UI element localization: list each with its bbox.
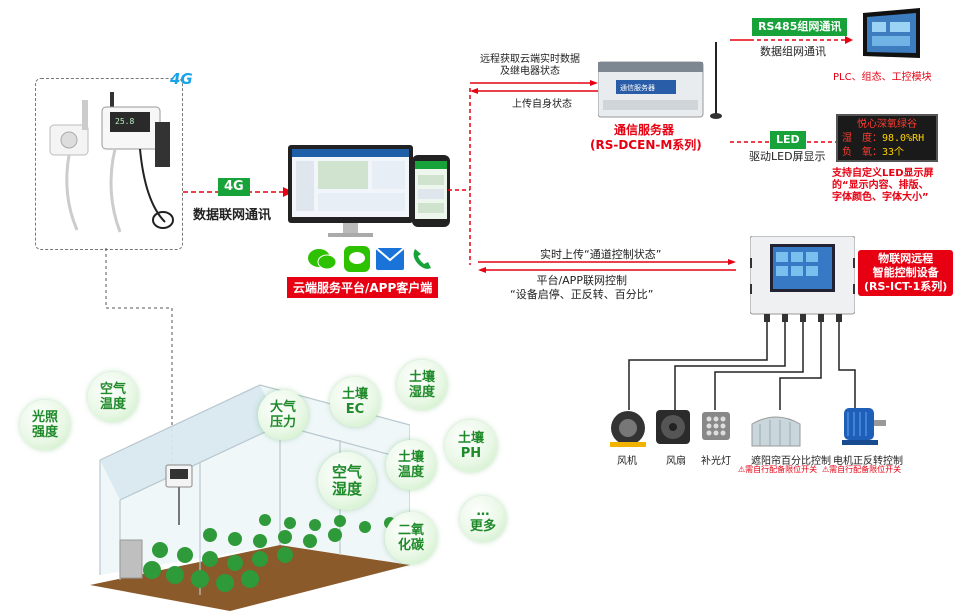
platform-phone-image (412, 155, 450, 227)
warning-icon: ⚠ (822, 465, 830, 474)
param-bubble-0: 光照 强度 (20, 400, 70, 450)
rs485-caption: 数据组网通讯 (760, 45, 826, 58)
ict-cables (628, 322, 856, 410)
param-bubble-2: 大气 压力 (258, 390, 308, 440)
shade-curtain-icon (751, 416, 801, 447)
ict-arrows (478, 259, 736, 273)
dcen-device-image: 通信服务器 (598, 42, 722, 119)
plc-touchscreen-image (863, 8, 920, 58)
device-label-2: 补光灯 (701, 456, 731, 467)
param-bubble-1: 空气 温度 (88, 372, 138, 422)
param-bubble-8: 二氧 化碳 (385, 512, 437, 564)
param-bubble-9: … 更多 (460, 496, 506, 542)
param-bubble-7: 土壤 PH (445, 420, 497, 472)
led-badge: LED (770, 131, 806, 149)
led-screen-line3-value: 33个 (882, 147, 905, 158)
led-screen: 悦心深氧绿谷 湿 度：98.0%RH 负 氧：33个 (836, 114, 938, 162)
param-bubble-3: 土壤 EC (330, 377, 380, 427)
param-bubble-5: 空气 湿度 (318, 452, 376, 510)
device-warning-3: ⚠需自行配备限位开关 (738, 464, 817, 475)
dcen-model: (RS-DCEN-M系列) (590, 138, 702, 152)
device-warning-text-3: 需自行配备限位开关 (745, 465, 818, 474)
mail-icon (376, 248, 404, 270)
wechat-icon (308, 249, 337, 270)
main-sensor-image: 25.8 (101, 92, 174, 233)
sensor-dashed-frame (35, 78, 183, 250)
4g-link-badge: 4G (218, 178, 250, 196)
device-label-4: 电机正反转控制 (833, 456, 903, 467)
sensor-dash-connector (105, 248, 173, 463)
param-bubble-6: 土壤 温度 (386, 440, 436, 490)
svg-text:通信服务器: 通信服务器 (620, 83, 655, 92)
device-warning-4: ⚠需自行配备限位开关 (822, 464, 901, 475)
led-caption: 驱动LED屏显示 (749, 150, 826, 163)
param-bubble-4: 土壤 湿度 (397, 360, 447, 410)
blower-icon (610, 411, 646, 447)
platform-label: 云端服务平台/APP客户端 (287, 277, 439, 298)
message-icon (344, 246, 370, 272)
motor-icon (842, 408, 886, 445)
led-screen-line2-value: 98.0%RH (882, 133, 925, 144)
grow-light-icon (702, 412, 730, 440)
dcen-arrows (470, 80, 598, 94)
device-warning-text-4: 需自行配备限位开关 (829, 465, 902, 474)
platform-bracket (448, 88, 471, 265)
rs485-badge: RS485组网通讯 (752, 18, 848, 36)
led-screen-line3-label: 负 氧： (842, 147, 882, 158)
led-screen-line1: 悦心深氧绿谷 (857, 119, 917, 130)
device-label-3: 遮阳帘百分比控制 (751, 456, 831, 467)
phone-call-icon (413, 249, 431, 269)
led-screen-line2-label: 湿 度： (842, 133, 882, 144)
ict-arrow-top-text: 实时上传“通道控制状态” (540, 248, 662, 261)
rs485-target: PLC、组态、工控模块 (833, 72, 932, 83)
dcen-title: 通信服务器 (614, 123, 675, 137)
ict-title: 物联网远程 智能控制设备 (RS-ICT-1系列) (858, 250, 954, 296)
badge-4g: 4G (170, 70, 193, 88)
dcen-arrow-bottom-text: 上传自身状态 (512, 99, 572, 110)
device-label-0: 风机 (617, 456, 637, 467)
4g-link-caption: 数据联网通讯 (193, 208, 272, 223)
platform-monitor-image (288, 145, 413, 237)
ict-arrow-bottom-text: 平台/APP联网控制 “设备启停、正反转、百分比” (510, 274, 654, 301)
warning-icon: ⚠ (738, 465, 746, 474)
greenhouse-image (90, 384, 410, 611)
wall-sensor-image (49, 100, 89, 231)
device-label-1: 风扇 (666, 456, 686, 467)
fan-icon (656, 410, 690, 444)
dcen-arrow-top-text: 远程获取云端实时数据 及继电器状态 (480, 54, 580, 77)
ict-device-image (750, 236, 855, 322)
svg-text:25.8: 25.8 (115, 117, 134, 126)
led-note: 支持自定义LED显示屏 的“显示内容、排版、 字体颜色、字体大小” (832, 168, 934, 203)
